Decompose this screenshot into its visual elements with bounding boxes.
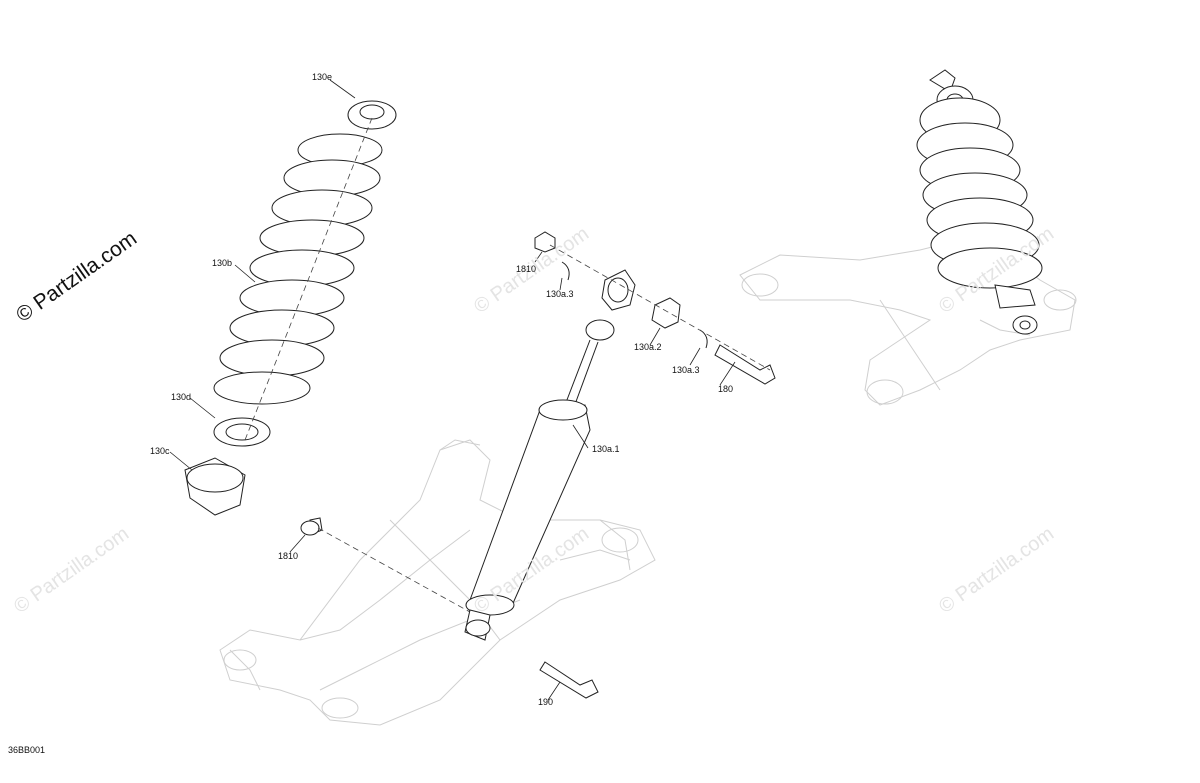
hardware — [534, 231, 776, 699]
spring-130b — [184, 100, 397, 536]
callout-130a3-right: 130a.3 — [672, 365, 700, 375]
callout-180: 180 — [718, 384, 734, 394]
hardware-axis — [549, 244, 771, 371]
swing-arm-bottom — [219, 439, 656, 726]
callout-190: 190 — [538, 697, 554, 707]
callout-1810-bottom: 1810 — [278, 551, 299, 561]
callout-130c: 130c — [150, 446, 170, 456]
callout-130b: 130b — [212, 258, 233, 268]
callout-130d: 130d — [171, 392, 192, 402]
callout-130a3-left: 130a.3 — [546, 289, 574, 299]
assembled-shock — [916, 69, 1043, 335]
shock-absorber-130a1 — [464, 269, 636, 641]
callout-130e: 130e — [312, 72, 333, 82]
drawing-code: 36BB001 — [8, 745, 46, 755]
callout-130a2: 130a.2 — [634, 342, 662, 352]
callout-1810-top: 1810 — [516, 264, 537, 274]
callout-130a1: 130a.1 — [592, 444, 620, 454]
spring-axis — [244, 117, 471, 613]
leader-lines — [169, 79, 736, 701]
